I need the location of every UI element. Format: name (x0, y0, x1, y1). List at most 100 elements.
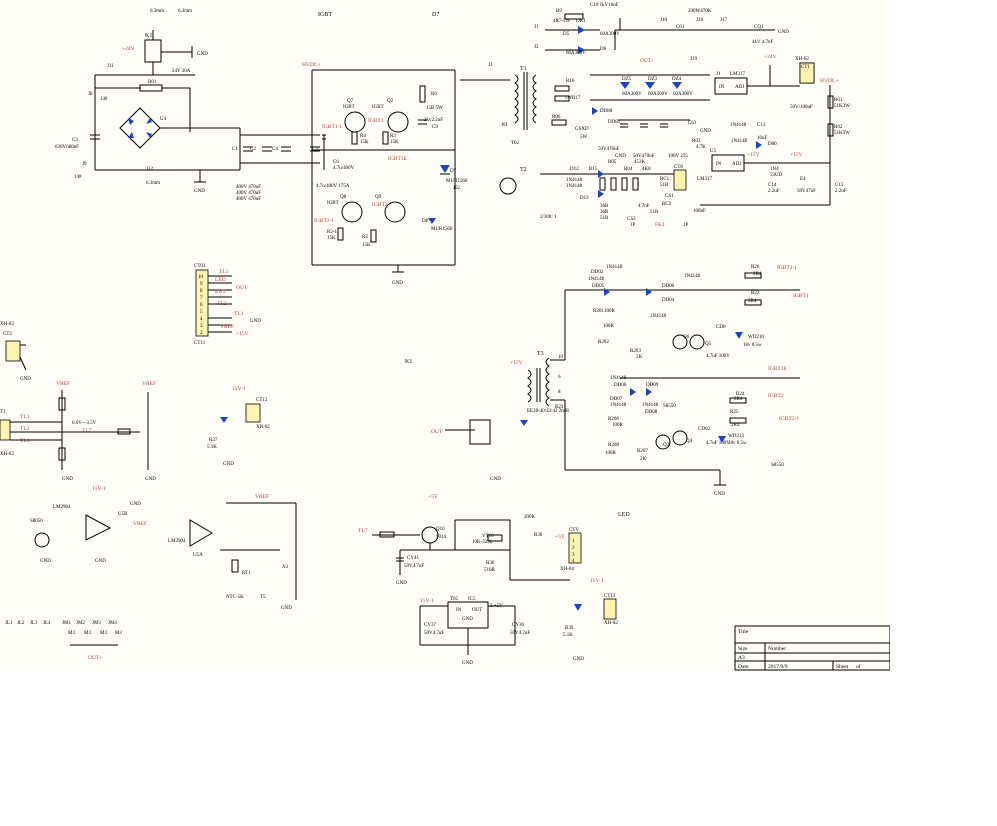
svg-text:GND: GND (462, 661, 473, 666)
svg-text:1N4148: 1N4148 (610, 376, 627, 381)
ent-net-label: ENT (215, 289, 226, 295)
igbt2-label-b: IGBT2 (768, 393, 784, 399)
power-label-out: OUT+ (640, 58, 654, 64)
val-2k-a: 2K (636, 355, 643, 360)
r15-label: R15 (589, 167, 598, 172)
mur1560-label-a: MUR1560 (446, 179, 468, 184)
c15-label: C15 (835, 183, 844, 188)
c14-label: C14 (768, 183, 777, 188)
connector-ct03 (195, 269, 209, 337)
relay-k1 (144, 39, 162, 63)
size-label: Size (738, 646, 748, 652)
led-net-label: LED (215, 277, 226, 283)
power-label-hvdc-b: HVDC+ (820, 78, 839, 84)
dd81-label: DD81 (608, 120, 621, 125)
dd06-label: DD06 (662, 284, 675, 289)
c13-label: C13 (757, 123, 766, 128)
title-label: Title (738, 629, 749, 635)
j9-label: J9 (82, 162, 87, 167)
dd08-label: DD08 (645, 410, 658, 415)
cs2-label: CS2 (627, 217, 636, 222)
svg-text:24V 30A: 24V 30A (172, 69, 191, 74)
svg-text:GND: GND (392, 281, 403, 286)
ss550-label: S8550 (663, 404, 676, 409)
jm3-label: JM3 (92, 621, 101, 626)
ct12-label: CT12 (256, 398, 268, 403)
r17-label: R17 (572, 96, 581, 101)
power-label-15v-1-a: 15V-1 (232, 386, 246, 392)
r4-label: R4 (360, 134, 366, 139)
r202-label: R202 (598, 340, 609, 345)
power-label-24v-b: +24V (764, 54, 777, 60)
resistor-r4 (351, 131, 358, 145)
tl2b-label: TL2 (20, 426, 30, 432)
q9-label: Q9 (375, 195, 382, 200)
svg-text:RC2: RC2 (662, 202, 672, 207)
svg-text:1N4148: 1N4148 (566, 178, 583, 183)
date-value: 2017/9/9 (768, 664, 788, 670)
svg-text:GND: GND (223, 462, 234, 467)
left-connectors: XH-03 CT2 GND 15V-1 CT12 XH-02 R37 5.1K … (0, 322, 412, 467)
svg-text:J02: J02 (453, 186, 460, 191)
tl3-label: TL3 (20, 438, 30, 444)
r39-value: 5.1K (563, 633, 573, 638)
svg-text:GND: GND (615, 154, 626, 159)
wire-size-label-1: 6.3mm (150, 9, 164, 14)
c6-value: 4.7u/400V (333, 166, 355, 171)
t05-label: T05 (450, 597, 459, 602)
title-block: Title Size Number A3 Date 2017/9/9 Sheet… (734, 625, 890, 671)
svg-text:GND: GND (490, 477, 501, 482)
c3-label: C3 (72, 138, 78, 143)
m3-label-c: M3 (100, 631, 107, 636)
ct03-label: CT03 (194, 264, 206, 269)
r39-label: R39 (565, 626, 574, 631)
connector-ct03-section: CT03 CT11 10 9 8 7 6 5 4 3 2 TL5 LED OUT… (194, 264, 261, 346)
dd02-label: DD02 (591, 270, 604, 275)
svg-text:1P: 1P (630, 223, 636, 228)
svg-text:GND: GND (778, 30, 789, 35)
svg-text:IN: IN (719, 85, 725, 90)
power-label-15v-1-b: 15V-1 (92, 486, 106, 492)
val-2r4-c: 2R4 (734, 397, 743, 402)
cap-100v225: 100V 225 (668, 154, 688, 159)
m3-label-d: M3 (115, 631, 122, 636)
connector-ct13 (603, 598, 617, 620)
r206-label: R206 (608, 417, 619, 422)
resistor-r01 (139, 84, 163, 92)
svg-text:5W: 5W (565, 96, 573, 101)
c4-label: C4 (272, 147, 278, 152)
val-2k-b: 2K (640, 457, 647, 462)
resistor-r2 (370, 229, 377, 243)
svg-text:10: 10 (198, 275, 204, 280)
dk1-label: DK1 (576, 19, 586, 24)
connector-ct8 (673, 169, 687, 191)
j1-reg-label: J1 (716, 72, 721, 77)
svg-text:1N4148: 1N4148 (650, 314, 667, 319)
c14-value: 2.2uF (768, 189, 780, 194)
j12-label: J12 (146, 167, 153, 172)
igbt1-label-b: IGBT1 (793, 293, 809, 299)
output-caps (620, 123, 668, 128)
output-section: C10 1kV10nF 200W470K J3 T1 J01 T02 J1 J2… (460, 3, 850, 228)
j11-label: J11 (107, 64, 114, 69)
svg-text:15K: 15K (362, 243, 371, 248)
igbt1-1-label-a: IGBT1-1 (322, 124, 342, 130)
igbt1-1-label-b: IGBT1-1 (777, 265, 797, 271)
q2-label: Q2 (387, 99, 394, 104)
c15-value: 2.2uF (835, 189, 847, 194)
tl2-net-label: TL2 (217, 301, 227, 307)
cd02-label: CD02 (698, 427, 710, 432)
j3-label: J3 (488, 63, 493, 68)
r16-label: R16 (566, 79, 575, 84)
svg-text:GND: GND (95, 559, 106, 564)
current-transformer-t2 (499, 177, 517, 195)
ss8050-label: S8050 (30, 519, 43, 524)
svg-text:6: 6 (558, 375, 561, 380)
r207-label: R207 (637, 449, 648, 454)
resistor-r17 (554, 95, 570, 102)
r01b-label: R01 (834, 98, 843, 103)
regulator-ic5 (447, 601, 489, 629)
svg-text:GND: GND (573, 657, 584, 662)
lm317-b-label: LM317 (697, 177, 713, 182)
igbt-q9 (384, 201, 406, 223)
